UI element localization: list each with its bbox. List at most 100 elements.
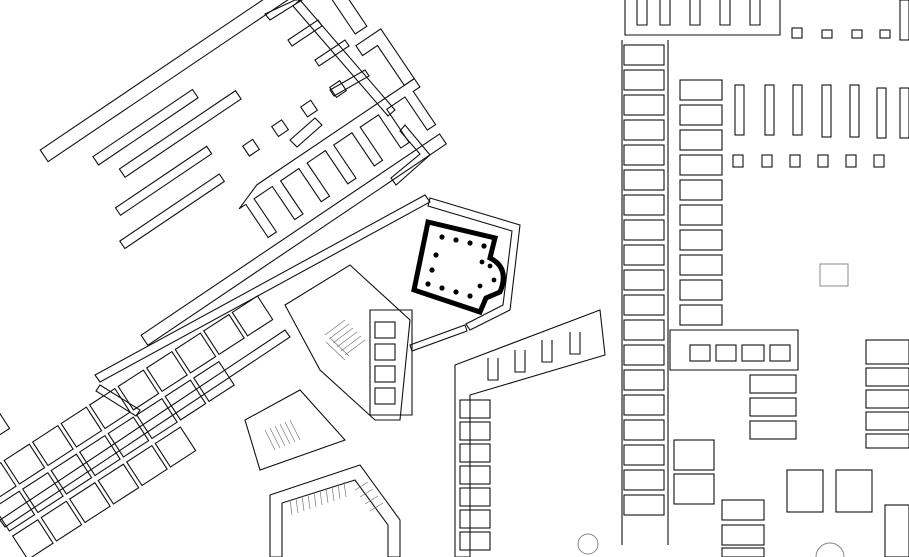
room xyxy=(679,79,723,101)
nw-top-walls xyxy=(264,0,431,186)
north-rooms xyxy=(624,0,781,36)
street-wall xyxy=(0,329,291,528)
lower-east-rooms xyxy=(673,439,909,557)
room xyxy=(673,473,715,505)
room xyxy=(459,443,491,463)
staircase xyxy=(264,419,301,451)
room xyxy=(673,439,715,471)
room xyxy=(749,397,797,417)
room xyxy=(721,499,765,521)
nw-east-wing xyxy=(249,0,368,35)
nw-complex xyxy=(39,0,448,346)
block-outline xyxy=(669,329,799,371)
east-city xyxy=(577,0,909,557)
vertical-room-column xyxy=(459,399,491,551)
room xyxy=(459,531,491,551)
room xyxy=(786,469,824,513)
room xyxy=(60,406,103,448)
room xyxy=(623,169,665,191)
room xyxy=(231,295,274,337)
room xyxy=(78,434,121,477)
temple-enclosure xyxy=(427,197,521,331)
room xyxy=(623,119,665,141)
room xyxy=(865,389,909,409)
pier xyxy=(732,154,744,168)
room xyxy=(459,399,491,419)
temple-highlight xyxy=(411,218,506,316)
wall-segment xyxy=(264,0,304,21)
room xyxy=(865,339,909,365)
room xyxy=(459,465,491,485)
room xyxy=(623,319,665,341)
east-room-column-2 xyxy=(679,79,723,326)
building-outline xyxy=(269,464,401,557)
pier xyxy=(899,87,909,139)
room xyxy=(88,387,131,430)
room xyxy=(749,374,797,394)
wall-segment xyxy=(390,124,431,186)
room xyxy=(749,420,797,440)
staircase xyxy=(324,319,366,361)
temple-annex-rooms xyxy=(369,309,413,416)
room xyxy=(68,481,111,524)
room xyxy=(623,244,665,266)
grey-square xyxy=(819,263,849,287)
pier xyxy=(761,154,773,168)
nw-pier xyxy=(270,119,290,138)
room xyxy=(374,387,396,405)
nw-comb-rooms xyxy=(238,77,437,239)
room xyxy=(623,494,665,516)
mid-east-block xyxy=(669,329,799,440)
east-room-column-1 xyxy=(621,40,669,545)
nw-outer-wall-south xyxy=(140,133,448,346)
temple-outline xyxy=(411,218,506,316)
pier xyxy=(845,154,857,168)
room xyxy=(374,365,396,383)
nw-inner-wall-3 xyxy=(114,145,213,217)
room xyxy=(623,94,665,116)
room xyxy=(174,332,217,374)
room xyxy=(835,469,873,513)
pier-rows xyxy=(732,84,909,168)
room xyxy=(374,321,396,339)
room xyxy=(11,518,54,557)
room xyxy=(623,444,665,466)
room xyxy=(679,179,723,201)
room xyxy=(679,229,723,251)
room xyxy=(741,344,765,362)
building-outline xyxy=(284,264,411,421)
room xyxy=(623,419,665,441)
west-room-grid-4 xyxy=(0,405,11,444)
nw-pier xyxy=(299,99,319,118)
west-room-grid-2 xyxy=(0,360,235,532)
pier xyxy=(821,84,832,138)
nw-inner-wall-1 xyxy=(92,88,199,166)
pier xyxy=(873,154,885,168)
room xyxy=(679,104,723,126)
room xyxy=(97,463,140,505)
room xyxy=(0,490,36,532)
room xyxy=(145,350,188,393)
pier xyxy=(849,84,860,138)
nw-inner-wall-4 xyxy=(119,173,226,250)
west-blocks xyxy=(0,295,274,557)
west-room-grid-3 xyxy=(11,426,197,557)
stair-block-1 xyxy=(284,264,411,421)
room xyxy=(3,443,46,485)
wall-segment xyxy=(899,0,909,41)
room xyxy=(715,344,737,362)
room xyxy=(135,397,178,440)
room xyxy=(623,44,665,66)
partition-walls xyxy=(487,332,581,381)
pier xyxy=(876,87,887,139)
room xyxy=(679,279,723,301)
pier xyxy=(821,29,833,39)
building-outline xyxy=(244,389,346,471)
nw-pier xyxy=(328,79,348,99)
room xyxy=(193,360,235,403)
room xyxy=(107,416,150,458)
room xyxy=(374,343,396,361)
pier xyxy=(764,84,775,136)
street-wall xyxy=(95,384,141,417)
